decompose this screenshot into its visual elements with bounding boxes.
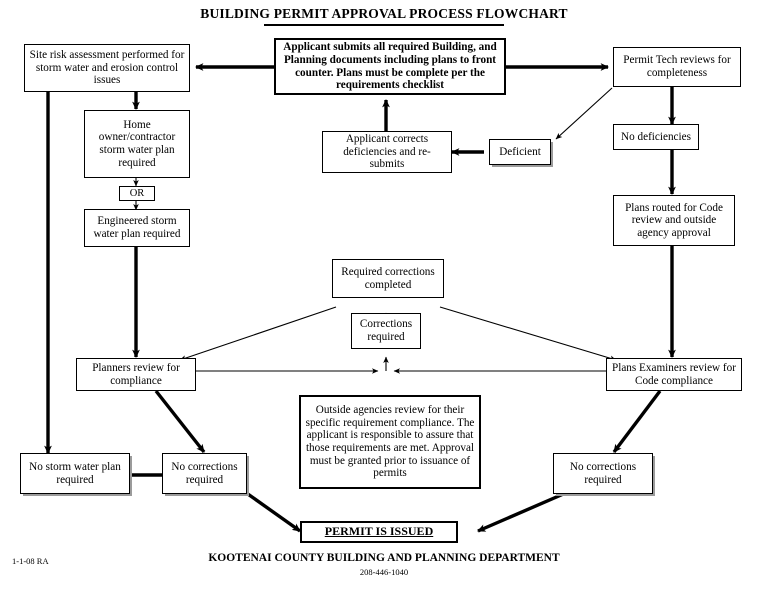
node-planners-review[interactable]: Planners review for compliance: [76, 358, 196, 391]
wire-examiners-to-nocorrections-right: [612, 389, 662, 454]
node-or[interactable]: OR: [119, 186, 155, 201]
node-no-storm-water[interactable]: No storm water plan required: [20, 453, 130, 494]
title-underline: [264, 24, 504, 26]
node-no-corrections-right[interactable]: No corrections required: [553, 453, 653, 494]
node-outside-agencies[interactable]: Outside agencies review for their specif…: [299, 395, 481, 489]
footer-department: KOOTENAI COUNTY BUILDING AND PLANNING DE…: [208, 552, 560, 564]
node-deficient[interactable]: Deficient: [489, 139, 551, 165]
node-plans-examiners[interactable]: Plans Examiners review for Code complian…: [606, 358, 742, 391]
node-home-owner[interactable]: Home owner/contractor storm water plan r…: [84, 110, 190, 178]
wire-planners-to-nocorrections-left: [154, 389, 206, 454]
node-no-corrections-left[interactable]: No corrections required: [162, 453, 247, 494]
wire-reqcorrections-to-planners: [179, 306, 337, 361]
node-corrections-required[interactable]: Corrections required: [351, 313, 421, 349]
node-engineered-plan[interactable]: Engineered storm water plan required: [84, 209, 190, 247]
wire-nocorrections-right-to-permit: [477, 490, 569, 533]
node-applicant-corrects[interactable]: Applicant corrects deficiencies and re-s…: [322, 131, 452, 173]
node-no-deficiencies[interactable]: No deficiencies: [613, 124, 699, 150]
node-applicant-submits[interactable]: Applicant submits all required Building,…: [274, 38, 506, 95]
footer-phone: 208-446-1040: [359, 567, 409, 577]
node-permit-tech[interactable]: Permit Tech reviews for completeness: [613, 47, 741, 87]
page-title: BUILDING PERMIT APPROVAL PROCESS FLOWCHA…: [200, 6, 568, 21]
node-site-risk[interactable]: Site risk assessment performed for storm…: [24, 44, 190, 92]
node-permit-issued[interactable]: PERMIT IS ISSUED: [300, 521, 458, 543]
node-required-corrections[interactable]: Required corrections completed: [332, 259, 444, 298]
wire-nocorrections-left-to-permit: [244, 490, 301, 533]
wire-reqcorrections-to-examiners: [439, 306, 617, 361]
node-plans-routed[interactable]: Plans routed for Code review and outside…: [613, 195, 735, 246]
wire-permittech-to-deficient: [555, 87, 613, 140]
footer-revision: 1-1-08 RA: [12, 556, 49, 566]
